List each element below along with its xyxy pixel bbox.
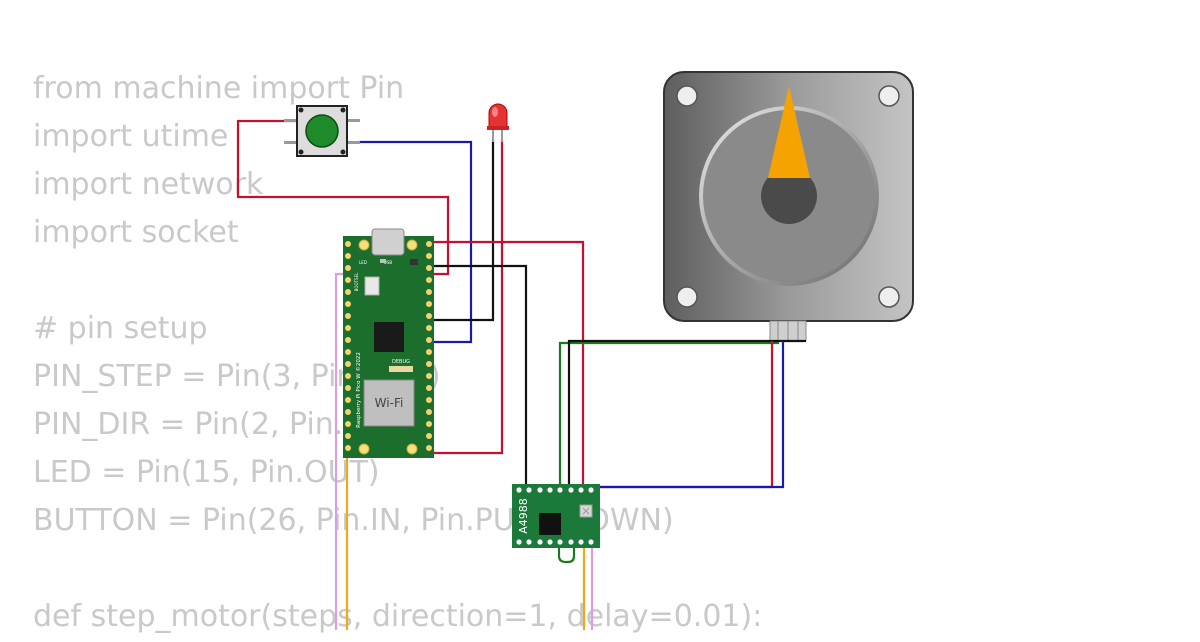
push-button[interactable] — [284, 105, 360, 157]
wire-green-loop[interactable] — [557, 546, 576, 564]
code-line: import socket — [33, 215, 239, 250]
wires — [236, 119, 806, 630]
wire-red-coil[interactable] — [540, 341, 774, 489]
wire-black-coil[interactable] — [567, 339, 806, 488]
debug-label: DEBUG — [392, 359, 410, 365]
pico-pins-left — [345, 241, 351, 451]
wire-green-coil[interactable] — [558, 341, 780, 488]
led-label: LED — [359, 260, 367, 265]
code-text-background: from machine import Pin import utime impor… — [33, 66, 762, 642]
pico-led — [380, 259, 386, 263]
driver-label: A4988 — [517, 498, 530, 534]
pico-pins-right — [426, 241, 432, 451]
pico-chip — [410, 259, 418, 265]
debug-header — [389, 366, 413, 372]
code-line: def step_motor(steps, direction=1, delay… — [33, 599, 763, 634]
pico-mount-hole — [358, 443, 370, 455]
motor-mount-hole — [676, 286, 698, 308]
usb-label: USB — [384, 260, 392, 265]
pico-mount-hole — [406, 443, 418, 455]
motor-mount-hole — [878, 85, 900, 107]
wire-black-ground[interactable] — [430, 264, 528, 488]
a4988-driver[interactable]: A4988 — [512, 484, 600, 548]
code-line: # pin setup — [33, 311, 208, 346]
motor-position-pointer — [768, 86, 810, 178]
wire-black-led[interactable] — [430, 140, 495, 322]
code-line: import utime — [33, 119, 229, 154]
motor-mount-hole — [878, 286, 900, 308]
button-cap[interactable] — [305, 114, 339, 148]
wifi-label: Wi-Fi — [375, 396, 404, 410]
motor-shaft — [761, 168, 817, 224]
usb-port[interactable] — [371, 228, 405, 256]
driver-pins-top — [516, 487, 594, 493]
wire-violet-step[interactable] — [334, 272, 345, 630]
stepper-motor[interactable] — [663, 71, 914, 342]
wifi-module — [363, 379, 415, 427]
bootsel-label: BOOTSEL — [354, 272, 359, 291]
driver-pins-bottom — [516, 539, 594, 545]
pico-silkscreen: Raspberry Pi Pico W ©2022 — [355, 352, 362, 428]
code-line: LED = Pin(15, Pin.OUT) — [33, 455, 380, 490]
driver-chip — [539, 513, 561, 535]
bootsel-button[interactable] — [364, 276, 380, 296]
rp2040-chip — [374, 322, 404, 352]
wire-red-button[interactable] — [236, 119, 450, 276]
code-line: from machine import Pin — [33, 71, 405, 106]
led[interactable] — [487, 103, 509, 142]
pico-mount-hole — [358, 239, 370, 251]
wire-blue-coil[interactable] — [591, 341, 785, 489]
motor-mount-hole — [676, 85, 698, 107]
wire-red-led[interactable] — [430, 140, 504, 455]
raspberry-pi-pico-w[interactable]: LED USB BOOTSEL DEBUG Wi-Fi Raspberry Pi… — [343, 228, 434, 458]
pico-mount-hole — [406, 239, 418, 251]
wire-red-power[interactable] — [430, 240, 585, 488]
